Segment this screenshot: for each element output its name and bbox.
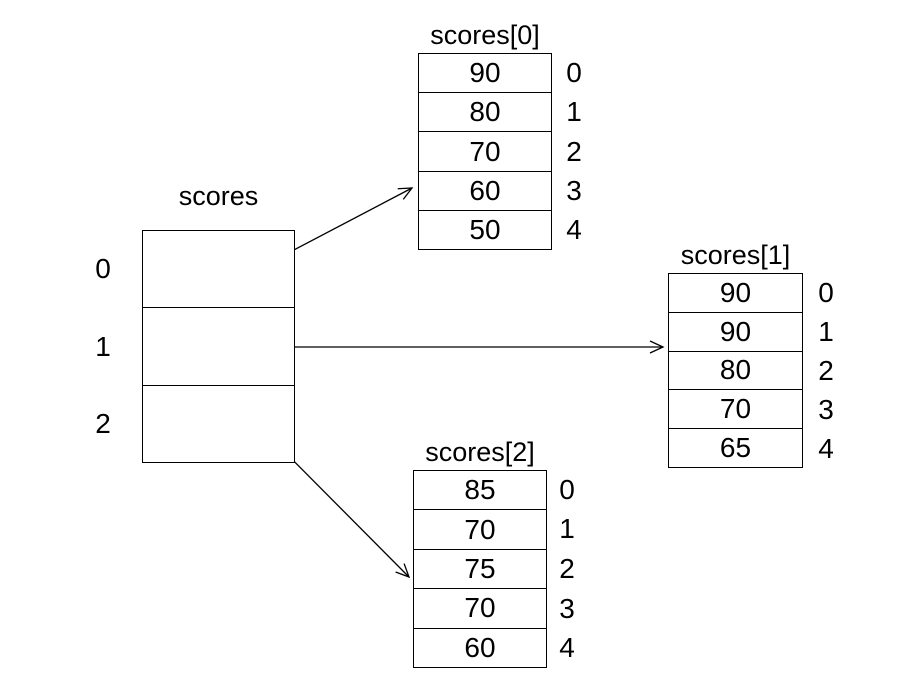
array-2-cell: 70	[414, 509, 546, 548]
inner-array-0-title: scores[0]	[430, 20, 540, 50]
array-1-index-label: 2	[818, 354, 834, 386]
array-2-cell: 85	[464, 474, 496, 506]
root-index-label: 0	[95, 252, 111, 284]
array-1-index-label: 3	[818, 393, 834, 425]
array-0-cell: 90	[469, 57, 501, 89]
root-index-label: 1	[95, 330, 111, 362]
root-array-cell-2	[143, 384, 294, 462]
array-0-cell: 80	[419, 92, 551, 131]
array-2-index-label: 2	[559, 552, 575, 584]
inner-array-0-box: 90 80 70 60 50	[418, 53, 552, 250]
root-index-label: 2	[95, 408, 111, 440]
array-1-index-label: 0	[818, 276, 834, 308]
array-0-index-label: 2	[566, 135, 582, 167]
inner-array-2-title: scores[2]	[425, 437, 535, 467]
array-1-cell: 65	[669, 428, 802, 467]
root-array-box	[142, 230, 295, 463]
root-array-cell-1	[143, 307, 294, 384]
inner-array-1-box: 90 90 80 70 65	[668, 273, 803, 468]
array-2-index-label: 0	[559, 473, 575, 505]
inner-array-1-title: scores[1]	[680, 240, 791, 270]
array-0-index-label: 1	[566, 96, 582, 128]
array-0-cell: 60	[419, 170, 551, 210]
inner-array-1-indices: 0 1 2 3 4	[810, 273, 842, 468]
array-0-index-label: 0	[566, 56, 582, 88]
array-2-index-label: 4	[559, 632, 575, 664]
array-1-index-label: 4	[818, 432, 834, 464]
array-1-cell: 90	[669, 311, 802, 351]
array-0-cell: 50	[419, 209, 551, 249]
array-2-index-label: 3	[559, 592, 575, 624]
array-2-cell: 60	[414, 627, 546, 667]
array-1-index-label: 1	[818, 315, 834, 347]
array-0-index-label: 3	[566, 174, 582, 206]
root-array-title: scores	[178, 181, 259, 211]
root-array-cell-0	[143, 231, 294, 307]
array-2-cell: 75	[414, 548, 546, 588]
array-0-index-label: 4	[566, 214, 582, 246]
root-array-indices: 0 1 2	[86, 230, 120, 463]
array-1-cell: 90	[719, 276, 752, 308]
inner-array-0-indices: 0 1 2 3 4	[558, 53, 590, 250]
array-2-index-label: 1	[559, 513, 575, 545]
inner-array-2-box: 85 70 75 70 60	[413, 470, 547, 668]
array-2-cell: 70	[414, 588, 546, 627]
array-1-cell: 70	[669, 389, 802, 428]
array-0-cell: 70	[419, 131, 551, 170]
array-1-cell: 80	[669, 350, 802, 390]
inner-array-2-indices: 0 1 2 3 4	[551, 470, 583, 668]
